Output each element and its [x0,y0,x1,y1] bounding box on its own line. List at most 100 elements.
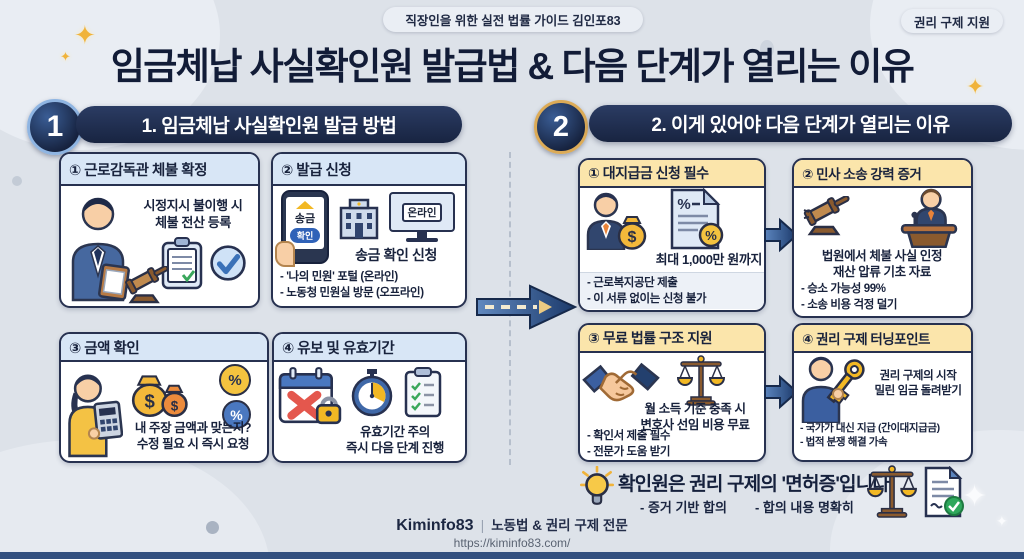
card-title: ③ 무료 법률 구조 지원 [580,325,764,353]
section1-number: 1 [27,99,83,155]
support-badge: 권리 구제 지원 [901,9,1003,33]
bullet: - '나의 민원' 포털 (온라인) [280,271,398,283]
scales-icon [676,353,726,407]
background-dot [206,521,219,534]
note-points: - 증거 기반 합의 - 합의 내용 명확히 [640,497,854,516]
stopwatch-icon [350,367,394,417]
footer-tagline: 노동법 & 권리 구제 전문 [491,518,628,533]
key-person-icon [796,353,870,423]
card-bullets: - '나의 민원' 포털 (온라인) - 노동청 민원실 방문 (오프라인) [280,270,424,302]
guide-badge: 직장인을 위한 실전 법률 가이드 김인포83 [383,7,643,32]
percent-coin-blue: % [222,400,251,429]
flow-arrow-right-top [763,215,799,255]
bullet: - 이 서류 없이는 신청 불가 [587,292,707,305]
card-caption: 송금 확인 신청 [355,247,437,263]
lightbulb-icon [580,466,614,508]
card-inspector-confirm: ① 근로감독관 체불 확정 시정지시 불이행 시 체불 전산 등록 [59,152,260,308]
government-building-icon [337,196,381,240]
bullet: - 전문가 도움 받기 [587,445,671,458]
card-turning-point: ④ 권리 구제 터닝포인트 권리 구제의 시작 밀린 [792,323,973,462]
checklist-icon [404,366,442,418]
scales-icon-large [866,462,918,520]
woman-calculator-icon [63,364,123,458]
guide-badge-label: 직장인을 위한 실전 법률 가이드 김인포83 [405,14,621,28]
section2-number-label: 2 [552,110,570,143]
footer-url[interactable]: https://kiminfo83.com/ [453,536,571,550]
monitor-icon: 온라인 [389,192,455,244]
card-bullets: - 확인서 제출 필수 - 전문가 도움 받기 [587,429,671,460]
send-roof-icon [296,201,314,209]
page-title: 임금체납 사실확인원 발급법 & 다음 단계가 열리는 이유 [110,46,915,87]
judge-icon [900,188,958,248]
card-caption: 내 주장 금액과 맞는지? 수정 필요 시 즉시 요청 [134,421,252,452]
dollar-glyph: $ [145,390,156,411]
bullet: - 노동청 민원실 방문 (오프라인) [280,286,424,299]
gavel-icon [802,196,854,236]
bullet: - 승소 가능성 99% [801,283,886,295]
card-bullet-strip [580,272,764,309]
document-check-icon [161,236,203,290]
percent-glyph: % [677,196,690,213]
card-caption: 월 소득 기준 충족 시 변호사 선임 비용 무료 [640,402,750,433]
support-badge-label: 권리 구제 지원 [914,15,990,30]
percent-coin-yellow: % [219,364,251,396]
card-caption: 유효기간 주의 즉시 다음 단계 진행 [345,425,445,456]
labor-inspector-icon [65,190,131,302]
card-title: ④ 유보 및 유효기간 [274,334,465,362]
card-caption: 권리 구제의 시작 밀린 임금 돌려받기 [874,370,962,397]
card-title: ① 대지급금 신청 필수 [580,160,764,188]
bullet: - 소송 비용 걱정 덜기 [801,298,898,311]
note-point: - 합의 내용 명확히 [754,500,854,515]
dollar-glyph: $ [628,229,637,246]
sparkle-icon [962,482,987,512]
section2-header-label: 2. 이게 있어야 다음 단계가 열리는 이유 [651,115,950,136]
section1-header-label: 1. 임금체납 사실확인원 발급 방법 [141,116,397,137]
gavel-icon [123,266,173,304]
flow-arrow-right-bottom [763,372,799,412]
monitor-stand [417,232,427,238]
note-point: - 증거 기반 합의 [640,500,727,515]
card-caption: 최대 1,000만 원까지 [655,252,763,267]
hand-icon [275,241,295,267]
footer-strip [0,552,1024,559]
background-dot [760,40,774,58]
card-bullets: - 승소 가능성 99% - 소송 비용 걱정 덜기 [801,282,897,314]
phone-app-label: 송금 [294,213,316,225]
calendar-lock-icon [278,366,342,426]
card-title: ② 민사 소송 강력 증거 [794,160,971,188]
bullet: - 법적 분쟁 해결 가속 [800,436,888,449]
card-bullets: - 근로복지공단 제출 - 이 서류 없이는 신청 불가 [587,276,707,308]
section1-header: 1. 임금체납 사실확인원 발급 방법 [76,106,462,143]
percent-glyph: % [230,406,243,423]
section2-header: 2. 이게 있어야 다음 단계가 열리는 이유 [589,105,1012,142]
card-bullets: - 국가가 대신 지급 (간이대지급금) - 법적 분쟁 해결 가속 [800,421,940,450]
card-validity-period: ④ 유보 및 유효기간 [272,332,467,463]
signed-document-icon [922,466,964,518]
phone-hand-icon: 송금 확인 [275,190,329,267]
footer-separator: | [480,517,485,533]
footer-brand: Kiminfo83 [396,517,474,534]
card-caption: 시정지시 불이행 시 체불 전산 등록 [143,198,243,230]
card-amount-check: ③ 금액 확인 [59,332,269,463]
card-free-legal-aid: ③ 무료 법률 구조 지원 [578,323,766,462]
bullet: - 확인서 제출 필수 [587,430,671,442]
bullet: - 국가가 대신 지급 (간이대지급금) [800,422,940,434]
flow-arrow-main [476,276,578,338]
card-caption: 법원에서 체불 사실 인정 재산 압류 기초 자료 [821,249,943,280]
monitor-base [406,238,438,242]
background-dot [12,176,22,186]
card-title: ③ 금액 확인 [61,334,267,362]
card-title: ① 근로감독관 체불 확정 [61,154,258,186]
card-title: ④ 권리 구제 터닝포인트 [794,325,971,353]
card-substitute-payment: ① 대지급금 신청 필수 $ % [578,158,766,312]
card-issue-request: ② 발급 신청 송금 확인 [271,152,467,308]
bullet: - 근로복지공단 제출 [587,277,678,289]
worker-moneybag-icon: $ [584,190,648,250]
card-title: ② 발급 신청 [273,154,465,186]
handshake-icon [582,361,660,407]
section2-number: 2 [534,100,588,154]
percent-document-icon: % % [666,188,726,250]
money-bags-icon: $ $ [127,368,189,418]
phone-confirm-badge: 확인 [289,228,321,243]
